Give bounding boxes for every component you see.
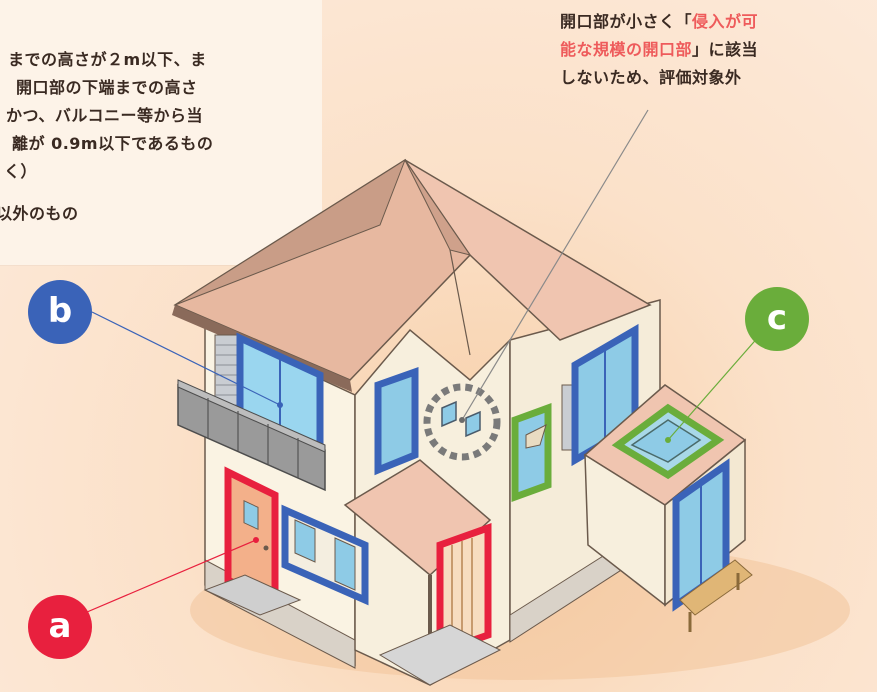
note-line-6: 以外のもの [0,204,79,223]
leader-line-a [79,539,257,616]
leader-line-callout [461,109,649,421]
callout-line-2: 能な規模の開口部」に該当 [560,40,759,59]
criteria-note-box: までの高さが２m以下、ま 開口部の下端までの高さ かつ、バルコニー等から当 離が… [0,0,322,265]
callout-line-1: 開口部が小さく「侵入が可 [560,12,759,31]
small-opening-callout: 開口部が小さく「侵入が可 能な規模の開口部」に該当 しないため、評価対象外 [560,8,758,92]
leader-line-b [91,311,281,406]
badge-a: a [28,595,92,659]
note-line-2: 開口部の下端までの高さ [16,78,198,97]
note-line-3: かつ、バルコニー等から当 [6,106,204,125]
note-line-1: までの高さが２m以下、ま [8,50,207,69]
note-line-5: く） [4,162,38,181]
callout-line-3: しないため、評価対象外 [560,68,742,87]
badge-b: b [28,280,92,344]
note-line-4: 離が 0.9m以下であるもの [12,134,214,153]
badge-c: c [745,287,809,351]
leader-line-c [667,334,761,441]
